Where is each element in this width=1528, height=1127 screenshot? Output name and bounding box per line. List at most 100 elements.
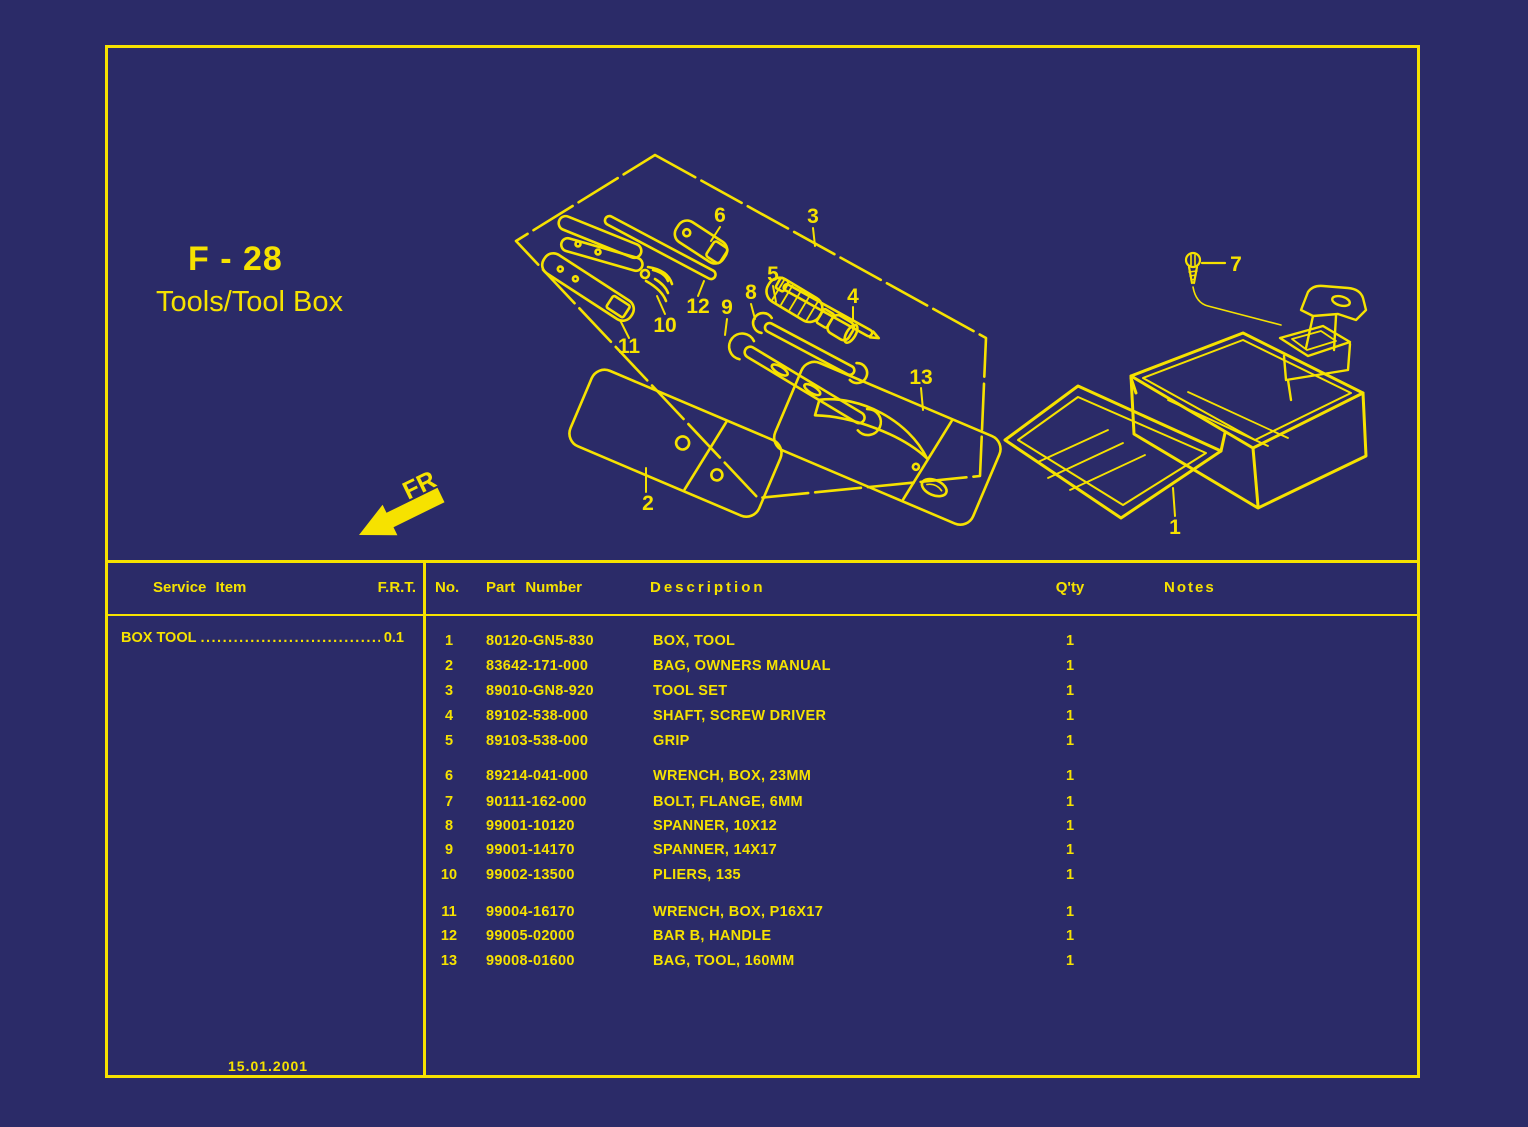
col-part-number: 89103-538-000 bbox=[486, 733, 589, 749]
callout-2: 2 bbox=[642, 492, 654, 515]
col-qty: 1 bbox=[1065, 842, 1075, 858]
col-description: SPANNER, 10X12 bbox=[653, 818, 778, 834]
col-part-number: 90111-162-000 bbox=[486, 794, 587, 810]
callout-leaders bbox=[619, 226, 1176, 517]
table-row: 12 99005-02000 BAR B, HANDLE 1 bbox=[108, 928, 1417, 948]
col-no: 13 bbox=[440, 953, 458, 969]
col-no: 4 bbox=[444, 708, 454, 724]
bar-handle-drawing bbox=[603, 214, 717, 281]
manual-bag-drawing bbox=[568, 368, 783, 518]
callout-1: 1 bbox=[1169, 516, 1181, 539]
spanner-14x17-drawing bbox=[727, 332, 883, 437]
col-no: 9 bbox=[444, 842, 454, 858]
page-title: Tools/Tool Box bbox=[156, 286, 343, 318]
callout-4: 4 bbox=[847, 285, 859, 308]
header-service-item: Service Item bbox=[153, 579, 247, 596]
col-part-number: 99005-02000 bbox=[486, 928, 575, 944]
tube-wrench-drawing bbox=[540, 251, 636, 323]
callout-5: 5 bbox=[767, 263, 779, 286]
parts-diagram: FR bbox=[359, 153, 1368, 539]
col-qty: 1 bbox=[1065, 633, 1075, 649]
table-row: 2 83642-171-000 BAG, OWNERS MANUAL 1 bbox=[108, 658, 1417, 678]
col-qty: 1 bbox=[1065, 794, 1075, 810]
col-part-number: 99002-13500 bbox=[486, 867, 575, 883]
pliers-drawing bbox=[557, 214, 674, 303]
flange-bolt-drawing bbox=[1184, 251, 1282, 326]
col-part-number: 99008-01600 bbox=[486, 953, 575, 969]
callout-labels: 1 2 3 4 5 6 7 8 9 10 11 12 13 bbox=[618, 204, 1242, 539]
col-qty: 1 bbox=[1065, 904, 1075, 920]
table-row: 11 99004-16170 WRENCH, BOX, P16X17 1 bbox=[108, 904, 1417, 924]
col-no: 3 bbox=[444, 683, 454, 699]
header-notes: Notes bbox=[1164, 579, 1216, 596]
col-description: PLIERS, 135 bbox=[653, 867, 741, 883]
callout-3: 3 bbox=[807, 205, 819, 228]
col-part-number: 99001-14170 bbox=[486, 842, 575, 858]
col-no: 2 bbox=[444, 658, 454, 674]
header-qty: Q'ty bbox=[1055, 579, 1085, 596]
page-code: F - 28 bbox=[188, 240, 283, 278]
col-qty: 1 bbox=[1065, 867, 1075, 883]
callout-13: 13 bbox=[909, 366, 932, 389]
table-top-rule bbox=[108, 560, 1417, 563]
col-part-number: 89214-041-000 bbox=[486, 768, 589, 784]
callout-6: 6 bbox=[714, 204, 726, 227]
col-part-number: 89010-GN8-920 bbox=[486, 683, 594, 699]
col-qty: 1 bbox=[1065, 733, 1075, 749]
header-description: Description bbox=[650, 579, 766, 596]
col-description: WRENCH, BOX, 23MM bbox=[653, 768, 812, 784]
col-part-number: 99001-10120 bbox=[486, 818, 575, 834]
callout-11: 11 bbox=[618, 335, 641, 358]
bracket-drawing bbox=[1278, 284, 1368, 402]
col-no: 6 bbox=[444, 768, 454, 784]
tool-set-outline bbox=[514, 153, 988, 500]
col-description: GRIP bbox=[653, 733, 690, 749]
table-row: 3 89010-GN8-920 TOOL SET 1 bbox=[108, 683, 1417, 703]
col-no: 5 bbox=[444, 733, 454, 749]
table-row: 9 99001-14170 SPANNER, 14X17 1 bbox=[108, 842, 1417, 862]
col-description: BOX, TOOL bbox=[653, 633, 736, 649]
col-no: 1 bbox=[444, 633, 454, 649]
header-part-number: Part Number bbox=[486, 579, 583, 596]
callout-9: 9 bbox=[721, 296, 733, 319]
service-item-frt: 0.1 bbox=[383, 630, 404, 646]
callout-12: 12 bbox=[686, 295, 709, 318]
col-qty: 1 bbox=[1065, 818, 1075, 834]
col-no: 11 bbox=[441, 904, 457, 920]
col-part-number: 83642-171-000 bbox=[486, 658, 589, 674]
tool-bag-drawing bbox=[772, 360, 1002, 526]
col-no: 7 bbox=[444, 794, 454, 810]
table-row: 5 89103-538-000 GRIP 1 bbox=[108, 733, 1417, 753]
header-underline bbox=[108, 614, 1417, 616]
table-row: 1 80120-GN5-830 BOX, TOOL 1 bbox=[108, 633, 1417, 653]
page-border: F - 28 Tools/Tool Box bbox=[105, 45, 1420, 1078]
col-part-number: 80120-GN5-830 bbox=[486, 633, 594, 649]
col-qty: 1 bbox=[1065, 658, 1075, 674]
col-no: 8 bbox=[444, 818, 454, 834]
col-part-number: 99004-16170 bbox=[486, 904, 575, 920]
service-item-label: BOX TOOL bbox=[121, 630, 197, 646]
col-description: BAG, TOOL, 160MM bbox=[653, 953, 795, 969]
box-wrench-23-drawing bbox=[673, 219, 729, 265]
col-qty: 1 bbox=[1065, 928, 1075, 944]
col-description: TOOL SET bbox=[653, 683, 728, 699]
col-description: WRENCH, BOX, P16X17 bbox=[653, 904, 824, 920]
screwdriver-shaft-drawing bbox=[774, 276, 881, 340]
service-row: BOX TOOL ...............................… bbox=[121, 630, 404, 646]
callout-8: 8 bbox=[745, 281, 757, 304]
header-frt: F.R.T. bbox=[377, 579, 416, 596]
col-qty: 1 bbox=[1065, 953, 1075, 969]
fr-arrow: FR bbox=[359, 466, 445, 536]
column-divider bbox=[423, 560, 426, 1075]
col-description: SPANNER, 14X17 bbox=[653, 842, 778, 858]
table-row: 4 89102-538-000 SHAFT, SCREW DRIVER 1 bbox=[108, 708, 1417, 728]
tool-box-drawing bbox=[1003, 331, 1368, 520]
col-qty: 1 bbox=[1065, 768, 1075, 784]
col-description: BAR B, HANDLE bbox=[653, 928, 772, 944]
col-no: 10 bbox=[440, 867, 458, 883]
col-no: 12 bbox=[440, 928, 458, 944]
table-row: 6 89214-041-000 WRENCH, BOX, 23MM 1 bbox=[108, 768, 1417, 788]
table-row: 10 99002-13500 PLIERS, 135 1 bbox=[108, 867, 1417, 887]
col-part-number: 89102-538-000 bbox=[486, 708, 589, 724]
